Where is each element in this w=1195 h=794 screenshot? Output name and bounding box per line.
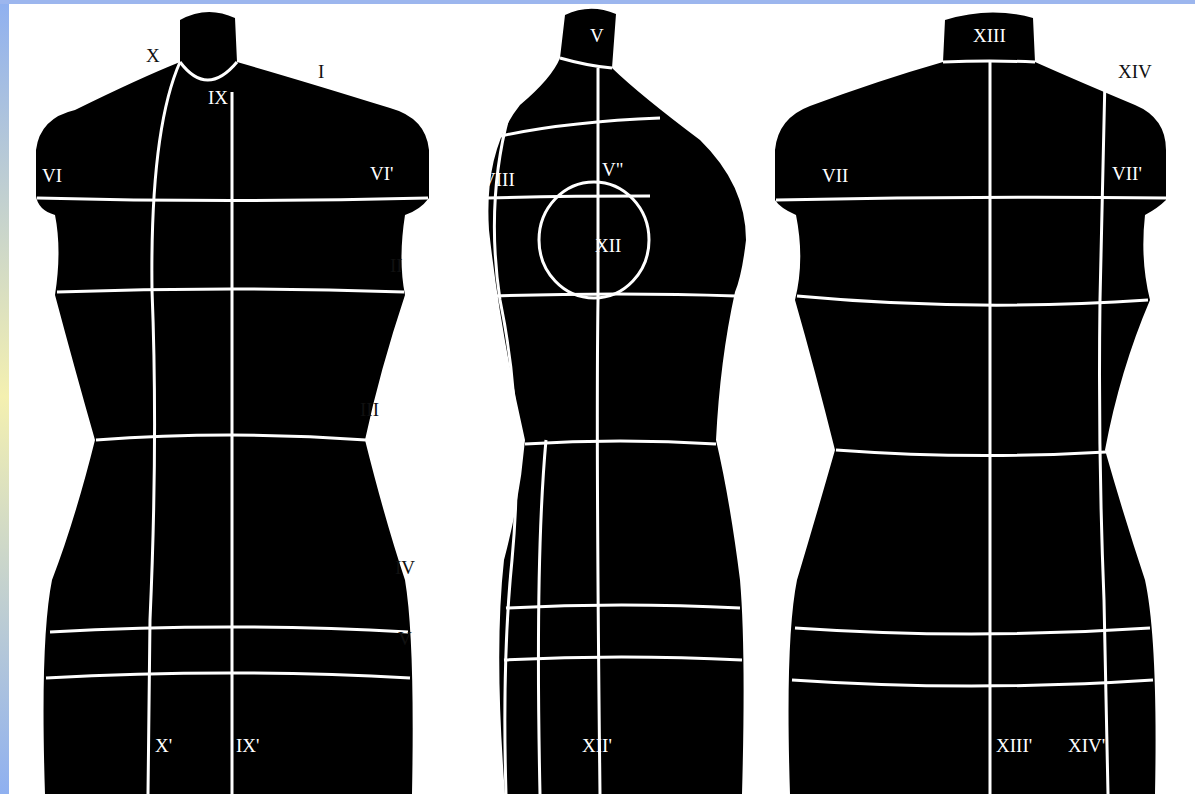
measurement-line-label: IV bbox=[395, 558, 415, 577]
measurement-line-label: XIII' bbox=[996, 736, 1032, 755]
back-form bbox=[775, 12, 1166, 794]
measurement-line-label: V" bbox=[602, 160, 623, 179]
measurement-line-label: XIII bbox=[973, 26, 1006, 45]
measurement-line-label: XIV bbox=[1118, 62, 1152, 81]
measurement-line-label: VIII bbox=[482, 170, 515, 189]
measurement-line-label: IX' bbox=[236, 736, 259, 755]
measurement-line-label: IX bbox=[208, 88, 228, 107]
measurement-line-label: VI bbox=[42, 166, 62, 185]
measurement-line-label: X' bbox=[155, 736, 172, 755]
measurement-line-label: X bbox=[146, 46, 160, 65]
measurement-line-label: XII bbox=[595, 236, 621, 255]
measurement-line-label: XII' bbox=[582, 736, 612, 755]
measurement-line-label: II bbox=[390, 256, 403, 275]
measurement-line-label: I bbox=[318, 62, 324, 81]
measurement-line-label: XIV' bbox=[1068, 736, 1105, 755]
side-form bbox=[488, 9, 746, 794]
measurement-line-label: VII bbox=[822, 166, 848, 185]
measurement-line-label: VI' bbox=[370, 164, 393, 183]
measurement-line-label: VII' bbox=[1112, 164, 1142, 183]
measurement-line-label: III bbox=[360, 400, 379, 419]
measurement-line-label: V bbox=[398, 629, 412, 648]
front-form bbox=[36, 12, 429, 794]
measurement-line-label: V bbox=[590, 26, 604, 45]
